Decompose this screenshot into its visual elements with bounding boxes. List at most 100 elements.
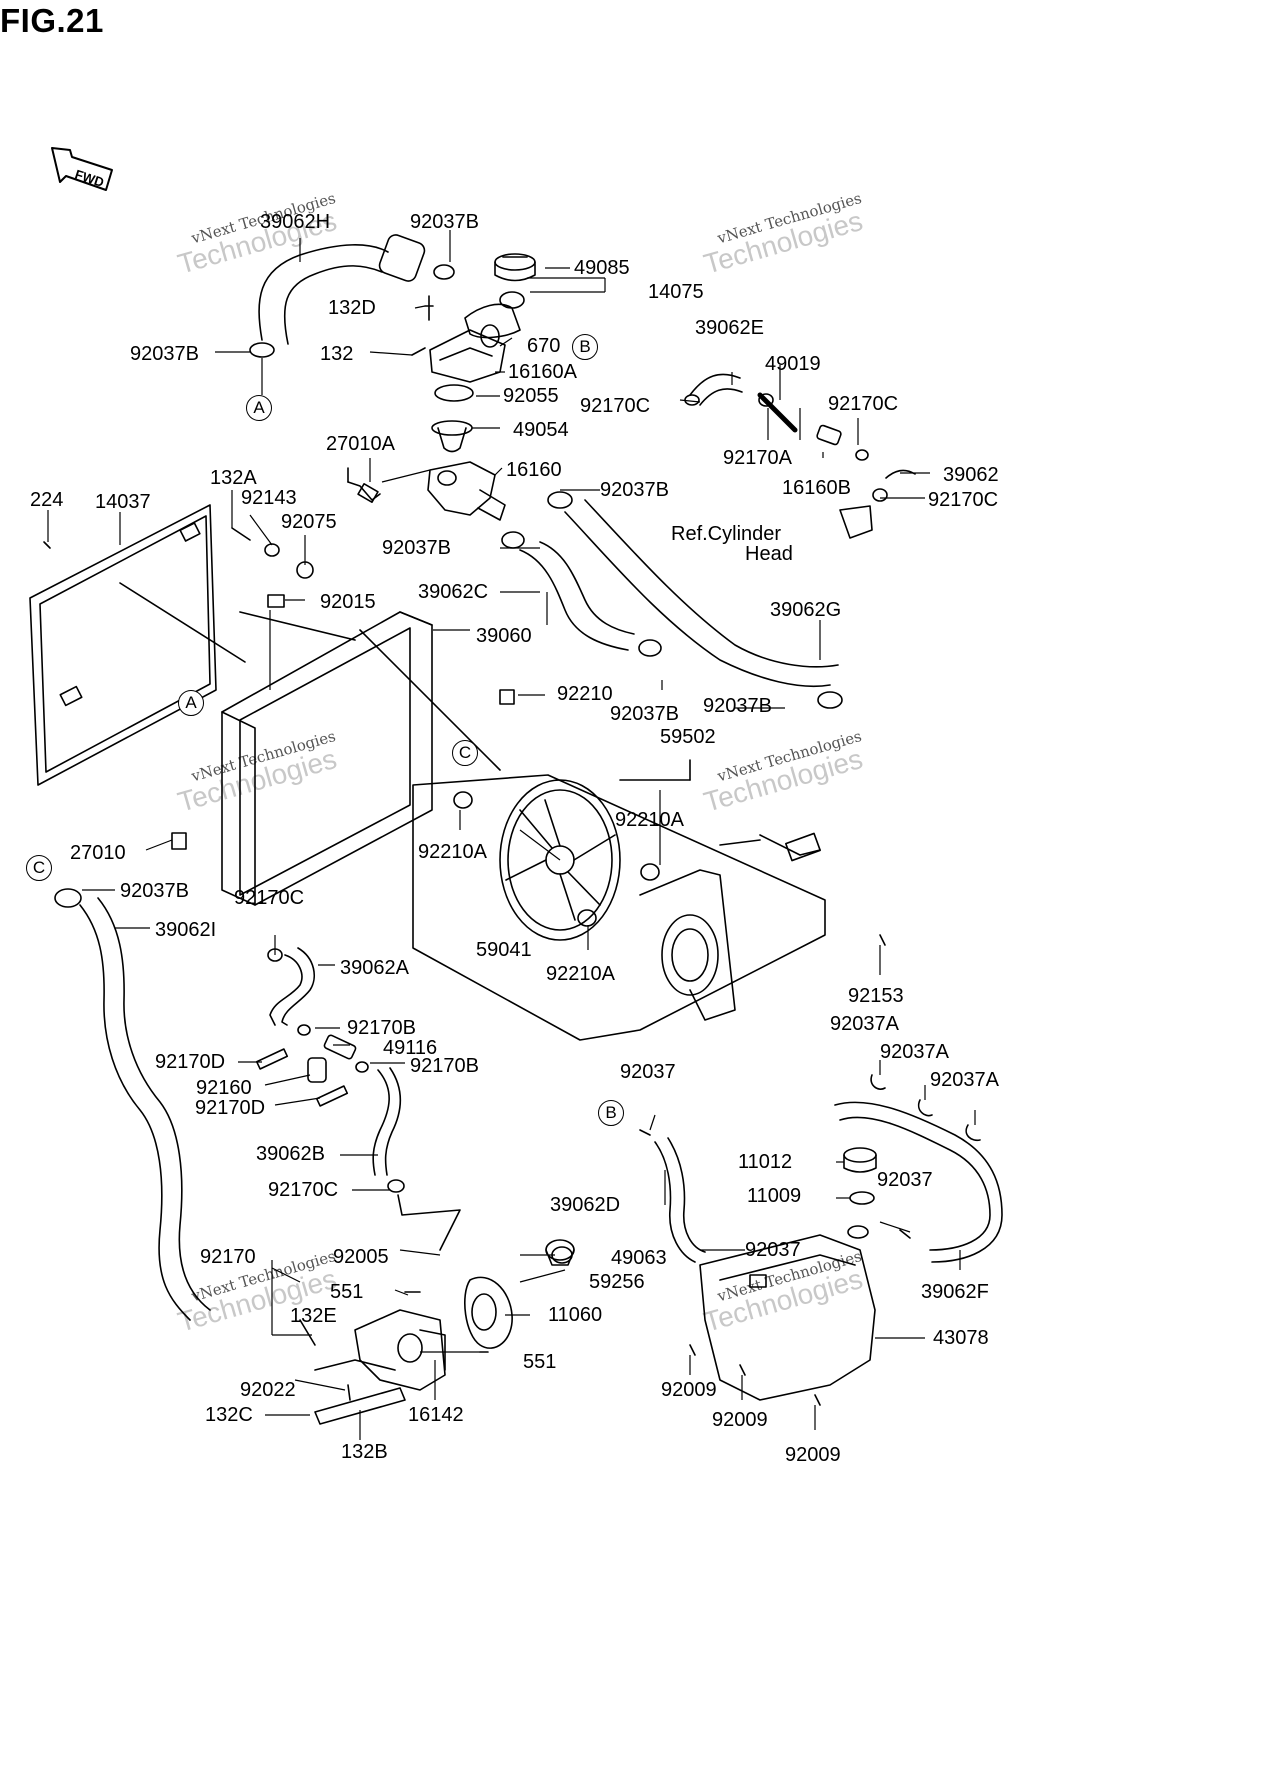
callout-92210: 92210 (557, 683, 613, 705)
ref-circle-c: C (26, 855, 52, 881)
hose-39062h (258, 234, 426, 345)
bolt-132c (314, 1387, 406, 1425)
clamp-92170d (315, 1085, 349, 1107)
callout-92037b: 92037B (600, 479, 669, 501)
callout-39062d: 39062D (550, 1194, 621, 1216)
callout-132e: 132E (290, 1305, 337, 1327)
fitting-49116 (323, 1034, 357, 1060)
callout-92170c: 92170C (268, 1179, 339, 1201)
callout-92170b: 92170B (347, 1017, 416, 1039)
callout-92210a: 92210A (418, 841, 487, 863)
callout-92037b: 92037B (382, 537, 451, 559)
callout-132b: 132B (341, 1441, 388, 1463)
callout-39062g: 39062G (770, 599, 842, 621)
callout-92015: 92015 (320, 591, 376, 613)
callout-59041: 59041 (476, 939, 532, 961)
water-housing-16160 (427, 461, 506, 521)
callout-92037b: 92037B (120, 880, 189, 902)
hose-39062 (885, 469, 916, 479)
filler-neck (847, 1225, 869, 1239)
callout-11012: 11012 (738, 1151, 793, 1173)
callout-551: 551 (330, 1281, 364, 1303)
callout-14037: 14037 (95, 491, 151, 513)
callout-92009: 92009 (712, 1409, 768, 1431)
callout-43078: 43078 (933, 1327, 989, 1349)
seal-11009 (849, 1191, 875, 1205)
clamp-92037 (639, 1129, 651, 1136)
reservoir-tank-43078 (699, 1234, 876, 1401)
clamp-92037b (638, 639, 662, 657)
bolt-224 (43, 541, 51, 549)
leader-line (359, 629, 501, 771)
hose-39062g (564, 499, 839, 688)
ref-circle-a: A (246, 395, 272, 421)
pipe-49019 (757, 392, 798, 433)
callout-92009: 92009 (661, 1379, 717, 1401)
clamp-92037b (249, 342, 275, 358)
hose-39062b (372, 1067, 402, 1176)
fan-motor (639, 832, 821, 1021)
callout-49085: 49085 (574, 257, 630, 279)
callout-92009: 92009 (785, 1444, 841, 1466)
nut-92210a (640, 863, 660, 881)
callout-92037b: 92037B (703, 695, 772, 717)
callout-92037b: 92037B (610, 703, 679, 725)
clamp-92037b (547, 491, 573, 509)
nut-92210a (577, 909, 597, 927)
callout-16142: 16142 (408, 1404, 464, 1426)
clamp-92170b (355, 1061, 369, 1073)
callout-11060: 11060 (548, 1304, 603, 1326)
callout-16160: 16160 (506, 459, 562, 481)
bolt-132a (231, 527, 251, 541)
callout-39060: 39060 (476, 625, 532, 647)
callout-92170d: 92170D (195, 1097, 266, 1119)
filler-neck-14075 (464, 291, 525, 348)
clamp-92037b (501, 531, 525, 549)
clamp-92170a (758, 393, 774, 407)
ref-circle-a: A (178, 690, 204, 716)
screw-92009 (689, 1344, 696, 1356)
radiator-screen-14037 (29, 504, 217, 786)
callout-14075: 14075 (648, 281, 704, 303)
ref-circle-c: C (452, 740, 478, 766)
callout-132c: 132C (205, 1404, 253, 1426)
callout-92210a: 92210A (615, 809, 684, 831)
callout-92170b: 92170B (410, 1055, 479, 1077)
callout-92005: 92005 (333, 1246, 389, 1268)
clamp-92170c (684, 394, 700, 406)
impeller-59256 (545, 1239, 575, 1266)
callout-92143: 92143 (241, 487, 297, 509)
callout-ref-head: Head (745, 543, 793, 565)
fan-59041 (499, 779, 621, 941)
bracket-92015 (267, 594, 285, 608)
bolt-132 (411, 347, 426, 356)
thermostat-housing (424, 295, 506, 383)
callout-39062h: 39062H (260, 211, 331, 233)
figure-title: FIG.21 (0, 2, 104, 39)
bolt-132e (314, 1359, 396, 1371)
callout-132a: 132A (210, 467, 257, 489)
callout-39062f: 39062F (921, 1281, 989, 1303)
leader-line (119, 582, 246, 663)
clamp-92037b (54, 888, 82, 908)
hose-39062e (689, 373, 743, 406)
callout-92037: 92037 (745, 1239, 801, 1261)
callout-27010: 27010 (70, 842, 126, 864)
screw-92009 (814, 1394, 821, 1406)
nut-92210 (499, 689, 515, 705)
callout-92170: 92170 (200, 1246, 256, 1268)
hose-39062a (269, 947, 315, 1026)
thermo-switch-27010 (171, 832, 187, 850)
callout-92170c: 92170C (234, 887, 305, 909)
ref-circle-b: B (572, 334, 598, 360)
callout-39062e: 39062E (695, 317, 764, 339)
clamp-92170d (255, 1048, 289, 1070)
clamp-92170c (387, 1179, 405, 1193)
callout-92037b: 92037B (410, 211, 479, 233)
callout-49063: 49063 (611, 1247, 667, 1269)
callout-92160: 92160 (196, 1077, 252, 1099)
callout-92170c: 92170C (580, 395, 651, 417)
callout-39062i: 39062I (155, 919, 217, 941)
callout-92170c: 92170C (828, 393, 899, 415)
